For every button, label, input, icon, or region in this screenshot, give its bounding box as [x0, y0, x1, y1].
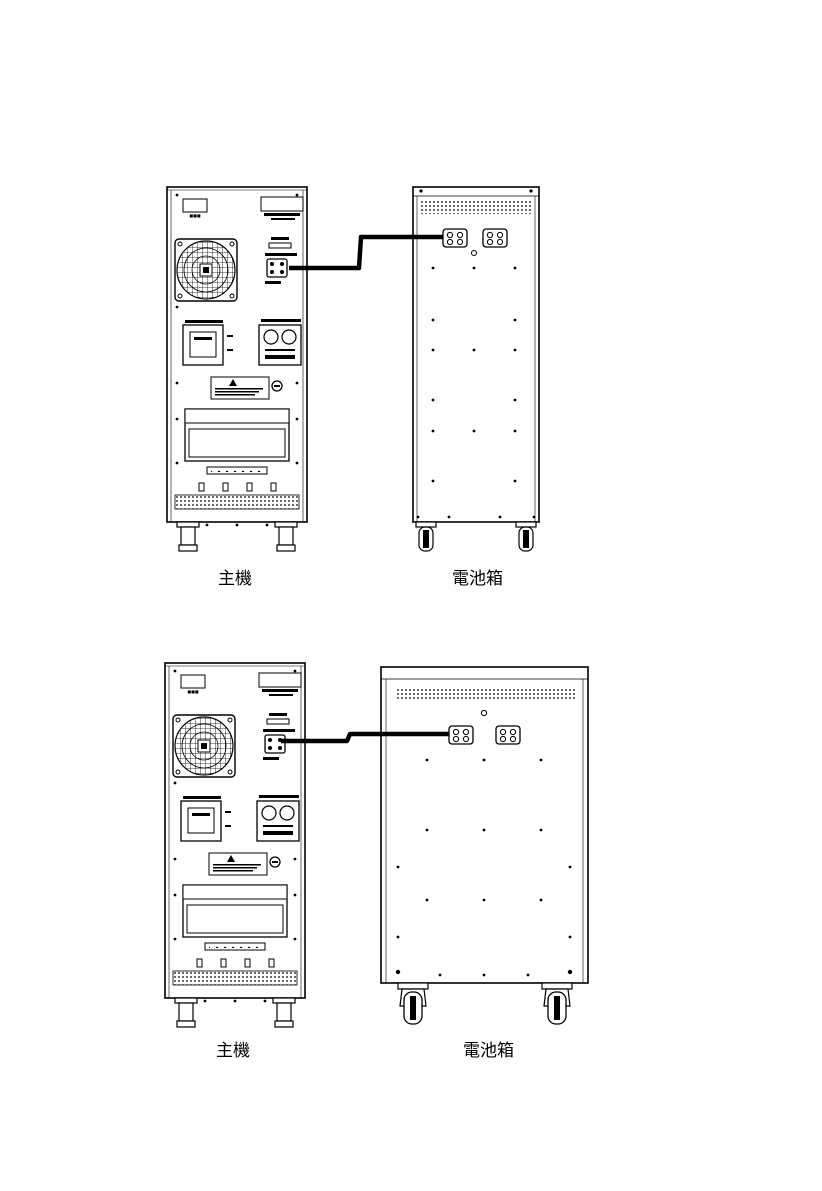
host-unit-1 — [167, 187, 307, 551]
diagram-1 — [167, 187, 539, 551]
diagram-2 — [165, 663, 588, 1027]
host-unit-2 — [165, 663, 305, 1027]
battery-cabinet-1 — [413, 187, 539, 551]
host-label-1: 主機 — [218, 571, 252, 588]
host-label-2: 主機 — [216, 1043, 250, 1060]
battery-label-1: 電池箱 — [452, 571, 503, 588]
battery-label-2: 電池箱 — [463, 1043, 514, 1060]
battery-cabinet-2 — [381, 667, 588, 1024]
